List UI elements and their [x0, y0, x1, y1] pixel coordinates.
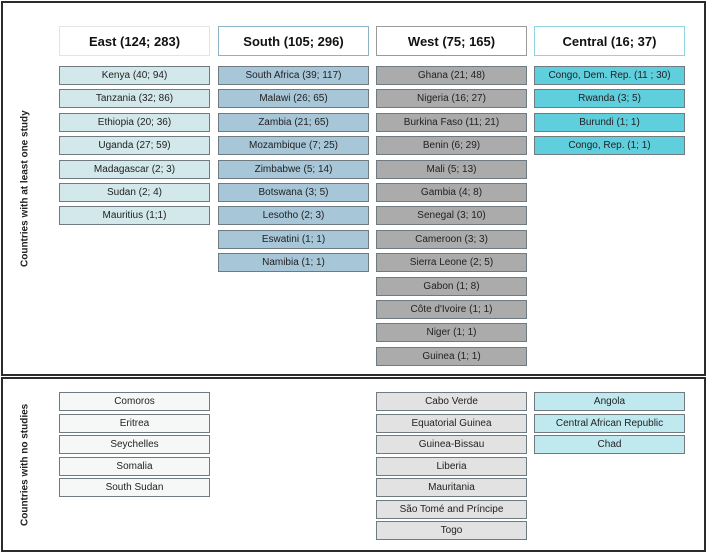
no-study-cell-east: Comoros — [59, 392, 210, 411]
no-study-cell-east: South Sudan — [59, 478, 210, 497]
country-cell-central: Congo, Rep. (1; 1) — [534, 136, 685, 155]
no-study-cell-central: Central African Republic — [534, 414, 685, 433]
region-header-south: South (105; 296) — [218, 26, 369, 56]
country-cell-south: Botswana (3; 5) — [218, 183, 369, 202]
no-study-cell-west: São Tomé and Príncipe — [376, 500, 527, 519]
country-cell-east: Tanzania (32; 86) — [59, 89, 210, 108]
no-study-cell-east: Eritrea — [59, 414, 210, 433]
row-label-no-studies: Countries with no studies — [19, 403, 31, 526]
country-cell-west: Côte d'Ivoire (1; 1) — [376, 300, 527, 319]
country-cell-central: Congo, Dem. Rep. (11 ; 30) — [534, 66, 685, 85]
country-cell-south: Namibia (1; 1) — [218, 253, 369, 272]
country-cell-east: Madagascar (2; 3) — [59, 160, 210, 179]
country-cell-central: Rwanda (3; 5) — [534, 89, 685, 108]
country-cell-central: Burundi (1; 1) — [534, 113, 685, 132]
country-cell-south: Lesotho (2; 3) — [218, 206, 369, 225]
country-cell-west: Cameroon (3; 3) — [376, 230, 527, 249]
row-label-with-studies: Countries with at least one study — [19, 110, 31, 267]
country-cell-west: Senegal (3; 10) — [376, 206, 527, 225]
no-study-cell-west: Mauritania — [376, 478, 527, 497]
country-cell-west: Mali (5; 13) — [376, 160, 527, 179]
no-study-cell-east: Seychelles — [59, 435, 210, 454]
country-cell-south: Malawi (26; 65) — [218, 89, 369, 108]
country-cell-west: Gabon (1; 8) — [376, 277, 527, 296]
no-study-cell-central: Angola — [534, 392, 685, 411]
no-study-cell-west: Liberia — [376, 457, 527, 476]
country-cell-east: Ethiopia (20; 36) — [59, 113, 210, 132]
country-cell-west: Gambia (4; 8) — [376, 183, 527, 202]
country-cell-west: Ghana (21; 48) — [376, 66, 527, 85]
country-cell-south: Mozambique (7; 25) — [218, 136, 369, 155]
country-cell-east: Mauritius (1;1) — [59, 206, 210, 225]
country-cell-south: Zambia (21; 65) — [218, 113, 369, 132]
region-header-east: East (124; 283) — [59, 26, 210, 56]
country-cell-south: Zimbabwe (5; 14) — [218, 160, 369, 179]
country-cell-east: Sudan (2; 4) — [59, 183, 210, 202]
country-cell-west: Sierra Leone (2; 5) — [376, 253, 527, 272]
region-header-west: West (75; 165) — [376, 26, 527, 56]
country-cell-west: Burkina Faso (11; 21) — [376, 113, 527, 132]
no-study-cell-west: Guinea-Bissau — [376, 435, 527, 454]
country-cell-west: Nigeria (16; 27) — [376, 89, 527, 108]
country-cell-south: Eswatini (1; 1) — [218, 230, 369, 249]
country-cell-east: Kenya (40; 94) — [59, 66, 210, 85]
no-study-cell-west: Equatorial Guinea — [376, 414, 527, 433]
country-cell-west: Benin (6; 29) — [376, 136, 527, 155]
no-study-cell-west: Cabo Verde — [376, 392, 527, 411]
country-cell-east: Uganda (27; 59) — [59, 136, 210, 155]
country-cell-west: Guinea (1; 1) — [376, 347, 527, 366]
country-cell-west: Niger (1; 1) — [376, 323, 527, 342]
no-study-cell-east: Somalia — [59, 457, 210, 476]
no-study-cell-central: Chad — [534, 435, 685, 454]
no-study-cell-west: Togo — [376, 521, 527, 540]
country-cell-south: South Africa (39; 117) — [218, 66, 369, 85]
region-header-central: Central (16; 37) — [534, 26, 685, 56]
